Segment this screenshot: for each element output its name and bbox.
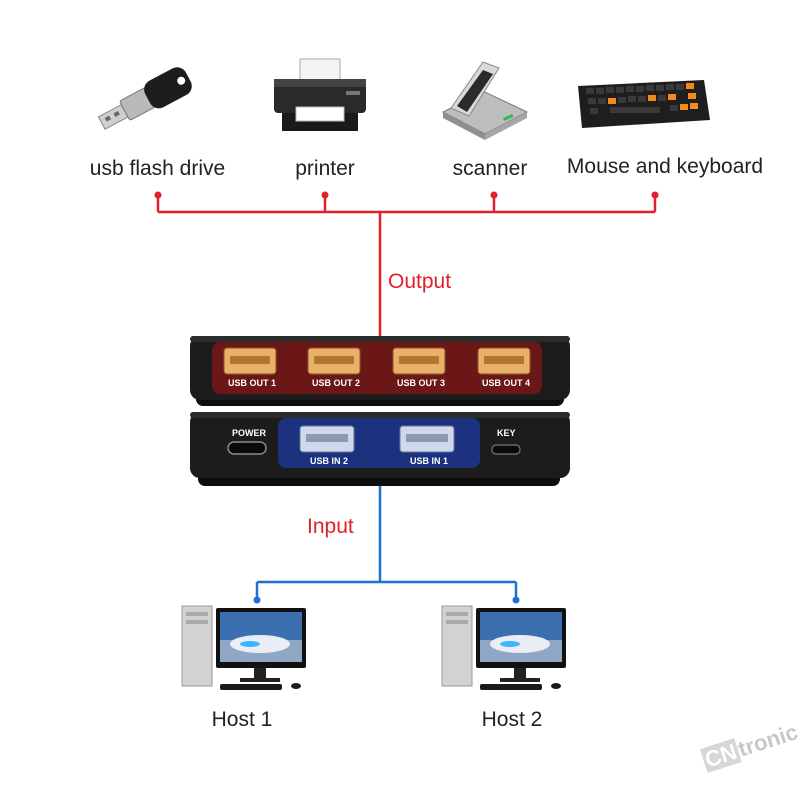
output-dot-3 xyxy=(490,191,498,199)
usb-flash-drive-icon xyxy=(97,67,192,130)
usb-out-4-label: USB OUT 4 xyxy=(481,378,530,388)
input-dot-1 xyxy=(253,596,261,604)
power-label: POWER xyxy=(232,428,267,438)
usb-out-2-label: USB OUT 2 xyxy=(311,378,360,388)
key-label: KEY xyxy=(497,428,516,438)
usb-in-2-label: USB IN 2 xyxy=(309,456,348,466)
scanner-icon xyxy=(441,61,529,140)
input-dot-2 xyxy=(512,596,520,604)
device-label-scanner: scanner xyxy=(452,157,528,180)
output-bus xyxy=(156,195,657,342)
output-dot-1 xyxy=(154,191,162,199)
power-port xyxy=(227,441,267,455)
device-label-mouse-and-keyboard: Mouse and keyboard xyxy=(566,155,764,178)
host-1-label: Host 1 xyxy=(211,708,273,731)
host-1-computer-icon xyxy=(181,605,306,690)
usb-switch-hub xyxy=(190,336,570,486)
usb-in-1-label: USB IN 1 xyxy=(409,456,448,466)
host-2-label: Host 2 xyxy=(481,708,543,731)
usb-out-3-label: USB OUT 3 xyxy=(396,378,445,388)
input-unit xyxy=(190,412,570,486)
device-label-usb-flash-drive: usb flash drive xyxy=(89,157,226,180)
printer-icon xyxy=(274,58,366,131)
host-2-computer-icon xyxy=(441,605,566,690)
output-port-highlight xyxy=(212,342,542,394)
input-label: Input xyxy=(307,515,354,538)
output-dot-2 xyxy=(321,191,329,199)
mouse-and-keyboard-icon xyxy=(578,80,710,128)
output-unit xyxy=(190,336,570,406)
key-port xyxy=(491,444,521,455)
output-dot-4 xyxy=(651,191,659,199)
output-label: Output xyxy=(388,270,452,293)
device-label-printer: printer xyxy=(295,157,355,180)
usb-out-1-label: USB OUT 1 xyxy=(227,378,276,388)
